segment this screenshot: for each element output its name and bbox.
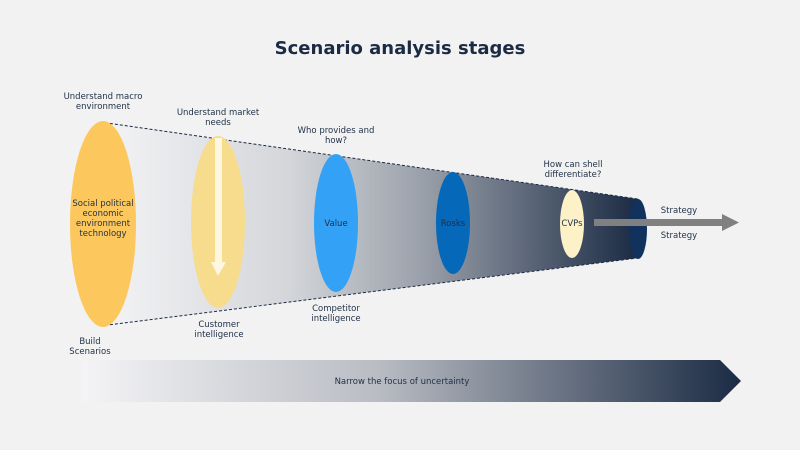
- label-social: Social political economic environment te…: [72, 199, 134, 239]
- down-arrow-head: [211, 262, 226, 276]
- ellipse-value: [314, 154, 358, 292]
- label-macro: Understand macro environment: [63, 92, 143, 112]
- label-market: Understand market needs: [176, 108, 260, 128]
- page-title: Scenario analysis stages: [274, 38, 526, 59]
- uncertainty-arrow: [82, 360, 741, 402]
- label-risks: Rosks: [440, 219, 466, 229]
- label-narrow: Narrow the focus of uncertainty: [334, 377, 470, 387]
- label-build: Build Scenarios: [69, 337, 111, 357]
- ellipse-end: [629, 199, 647, 259]
- label-cvps: CVPs: [561, 219, 583, 229]
- label-strategy-top: Strategy: [660, 206, 698, 216]
- label-value: Value: [324, 219, 348, 229]
- label-customer: Customer intelligence: [194, 320, 244, 340]
- label-strategy-bottom: Strategy: [660, 231, 698, 241]
- funnel-top-edge: [99, 121, 639, 200]
- down-arrow-shaft: [215, 138, 222, 262]
- ellipse-risks: [436, 172, 470, 274]
- strategy-arrow-head: [722, 214, 739, 231]
- label-who: Who provides and how?: [297, 126, 375, 146]
- ellipse-social: [70, 121, 136, 327]
- funnel-bottom-edge: [99, 257, 639, 327]
- label-competitor: Competitor intelligence: [311, 304, 361, 324]
- label-shell: How can shell differentiate?: [543, 160, 603, 180]
- ellipse-cvps: [560, 190, 584, 258]
- strategy-arrow-shaft: [594, 219, 724, 226]
